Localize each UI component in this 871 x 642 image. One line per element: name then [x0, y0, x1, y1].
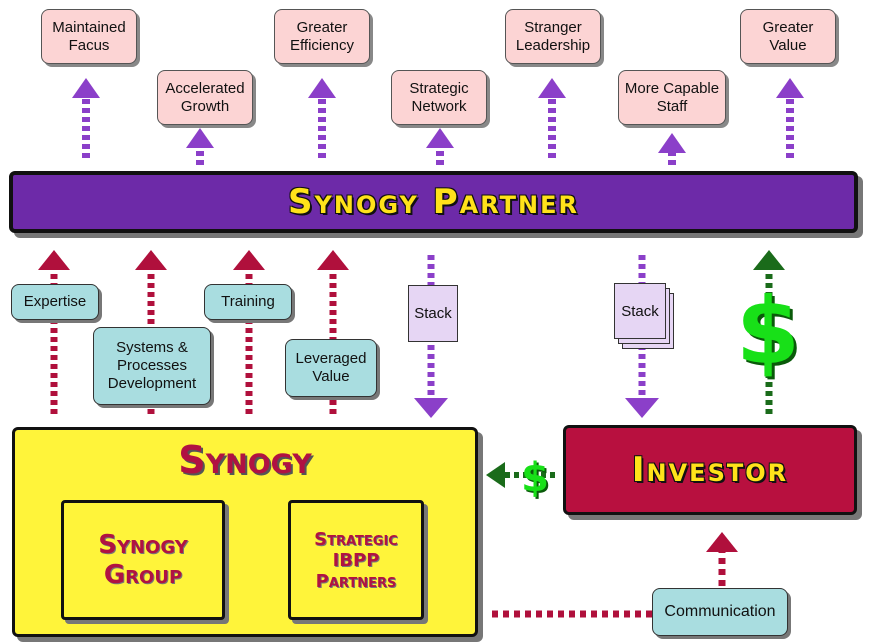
stack-card: Stack [408, 285, 458, 342]
contribution-systems-processes: Systems & Processes Development [93, 327, 211, 405]
outcome-stronger-leadership: Stranger Leadership [505, 9, 601, 64]
synogy-group-label: Synogy Group [98, 530, 188, 590]
investor-box: Investor [563, 425, 857, 515]
synogy-title: Synogy [178, 438, 312, 482]
outcome-accelerated-growth: Accelerated Growth [157, 70, 253, 125]
dollar-sign-small: $ [521, 455, 549, 501]
strategic-partners-box: Strategic IBPP Partners [288, 500, 424, 620]
strategic-partners-label: Strategic IBPP Partners [314, 528, 398, 592]
outcome-strategic-network: Strategic Network [391, 70, 487, 125]
banner-title: Synogy Partner [288, 182, 579, 222]
communication-box: Communication [652, 588, 788, 636]
outcome-maintained-focus: Maintained Facus [41, 9, 137, 64]
contribution-training: Training [204, 284, 292, 320]
return-arrow [753, 250, 785, 414]
stack-right: Stack [614, 283, 676, 351]
outcome-more-capable-staff: More Capable Staff [618, 70, 726, 125]
outcome-greater-value: Greater Value [740, 9, 836, 64]
contribution-leveraged-value: Leveraged Value [285, 339, 377, 397]
communication-arrow [492, 532, 738, 618]
stack-card: Stack [614, 283, 666, 339]
synogy-box: Synogy Synogy Group Strategic IBPP Partn… [12, 427, 478, 637]
outcome-arrows [72, 78, 804, 165]
dollar-sign-large: $ [735, 278, 800, 385]
synogy-partner-banner: Synogy Partner [9, 171, 858, 233]
synogy-group-box: Synogy Group [61, 500, 225, 620]
investment-arrow [486, 462, 555, 488]
outcome-greater-efficiency: Greater Efficiency [274, 9, 370, 64]
stack-left: Stack [408, 285, 462, 345]
investor-title: Investor [631, 450, 789, 490]
contribution-expertise: Expertise [11, 284, 99, 320]
